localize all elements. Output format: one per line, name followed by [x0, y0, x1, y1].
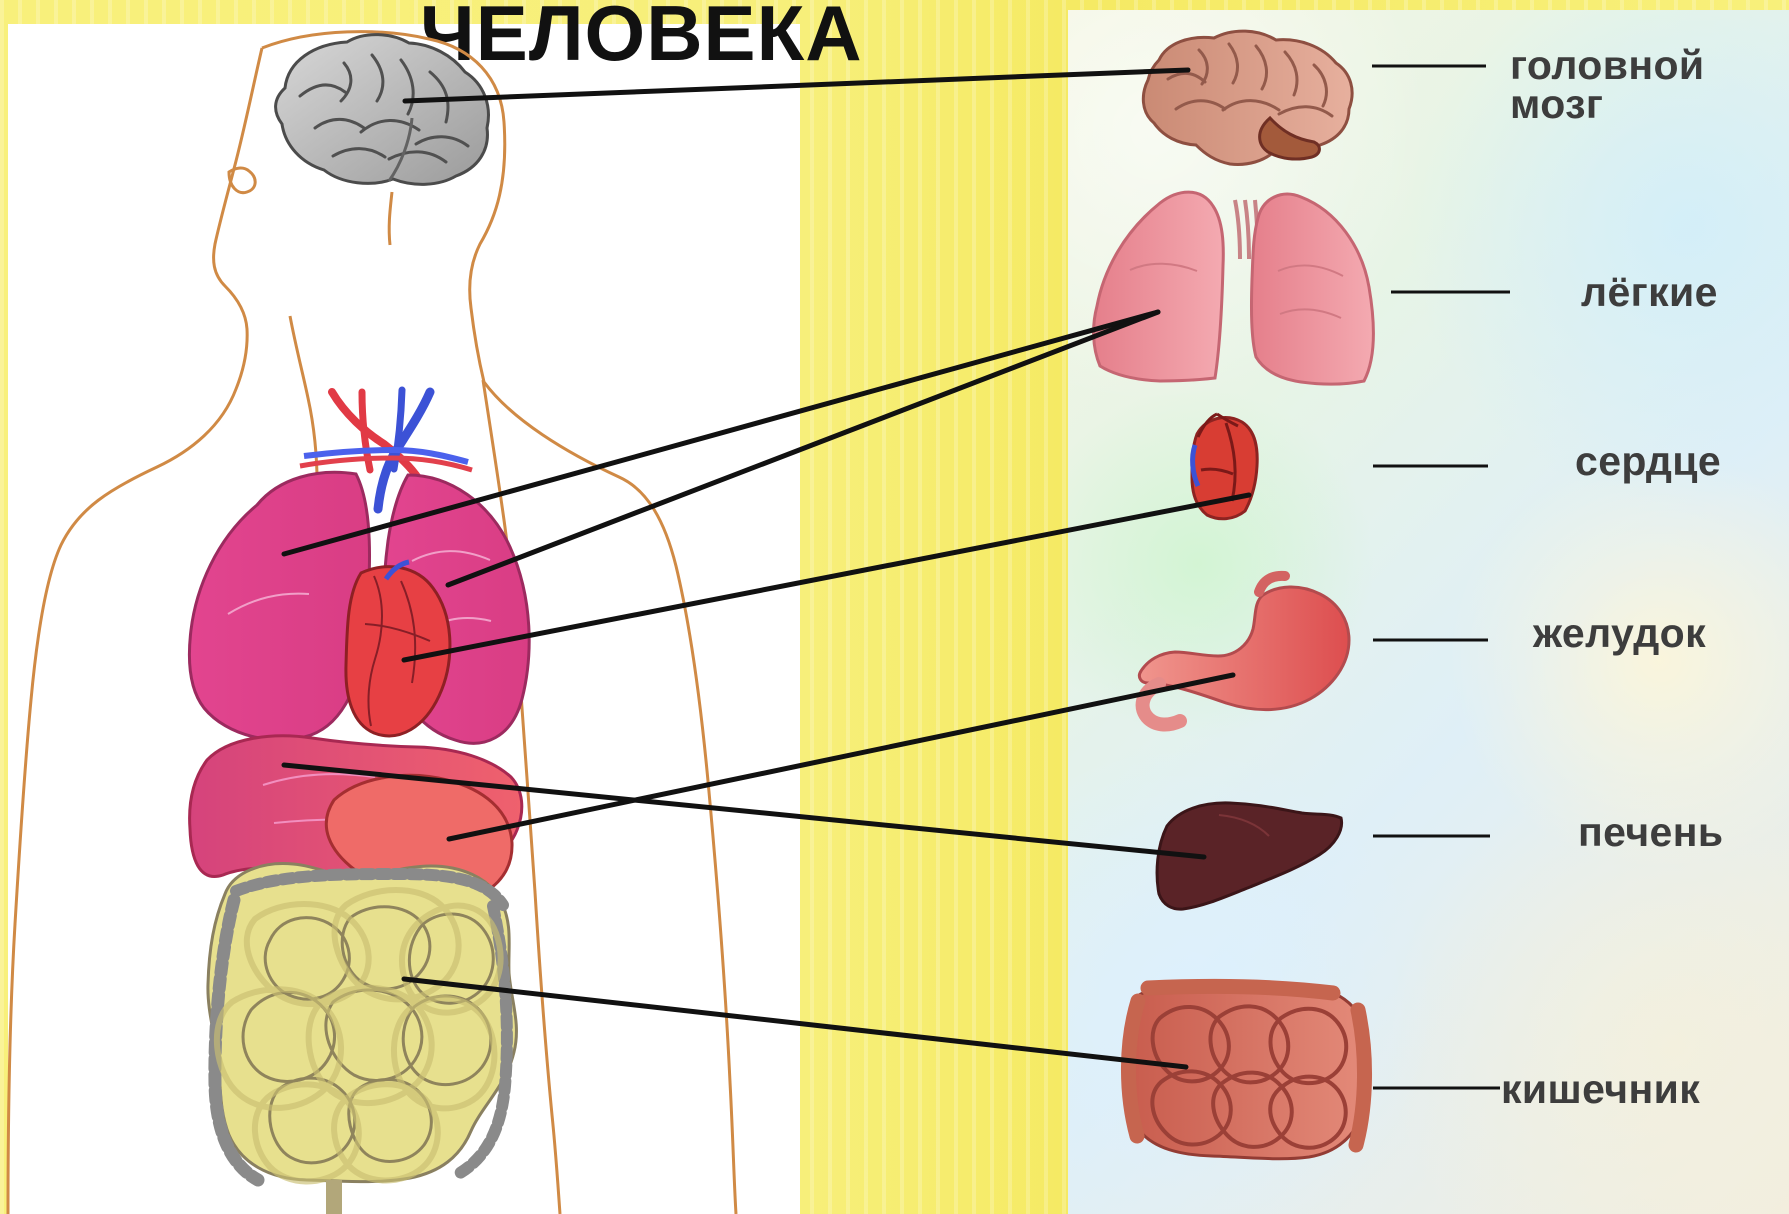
right-brain-icon — [1143, 31, 1352, 164]
label-brain: головной мозг — [1510, 46, 1705, 124]
label-liver: печень — [1578, 812, 1724, 853]
left-intestines-illustration — [208, 864, 517, 1214]
right-intestines-icon — [1126, 984, 1369, 1159]
label-heart: сердце — [1575, 441, 1721, 482]
left-brain-illustration — [276, 35, 489, 185]
right-lungs-icon — [1094, 192, 1374, 384]
ear-outline — [389, 192, 392, 245]
label-lungs: лёгкие — [1581, 272, 1718, 313]
label-stomach: желудок — [1533, 613, 1706, 654]
label-intestine: кишечник — [1501, 1069, 1700, 1110]
right-stomach-icon — [1139, 576, 1349, 725]
label-ticks — [1372, 66, 1510, 1088]
